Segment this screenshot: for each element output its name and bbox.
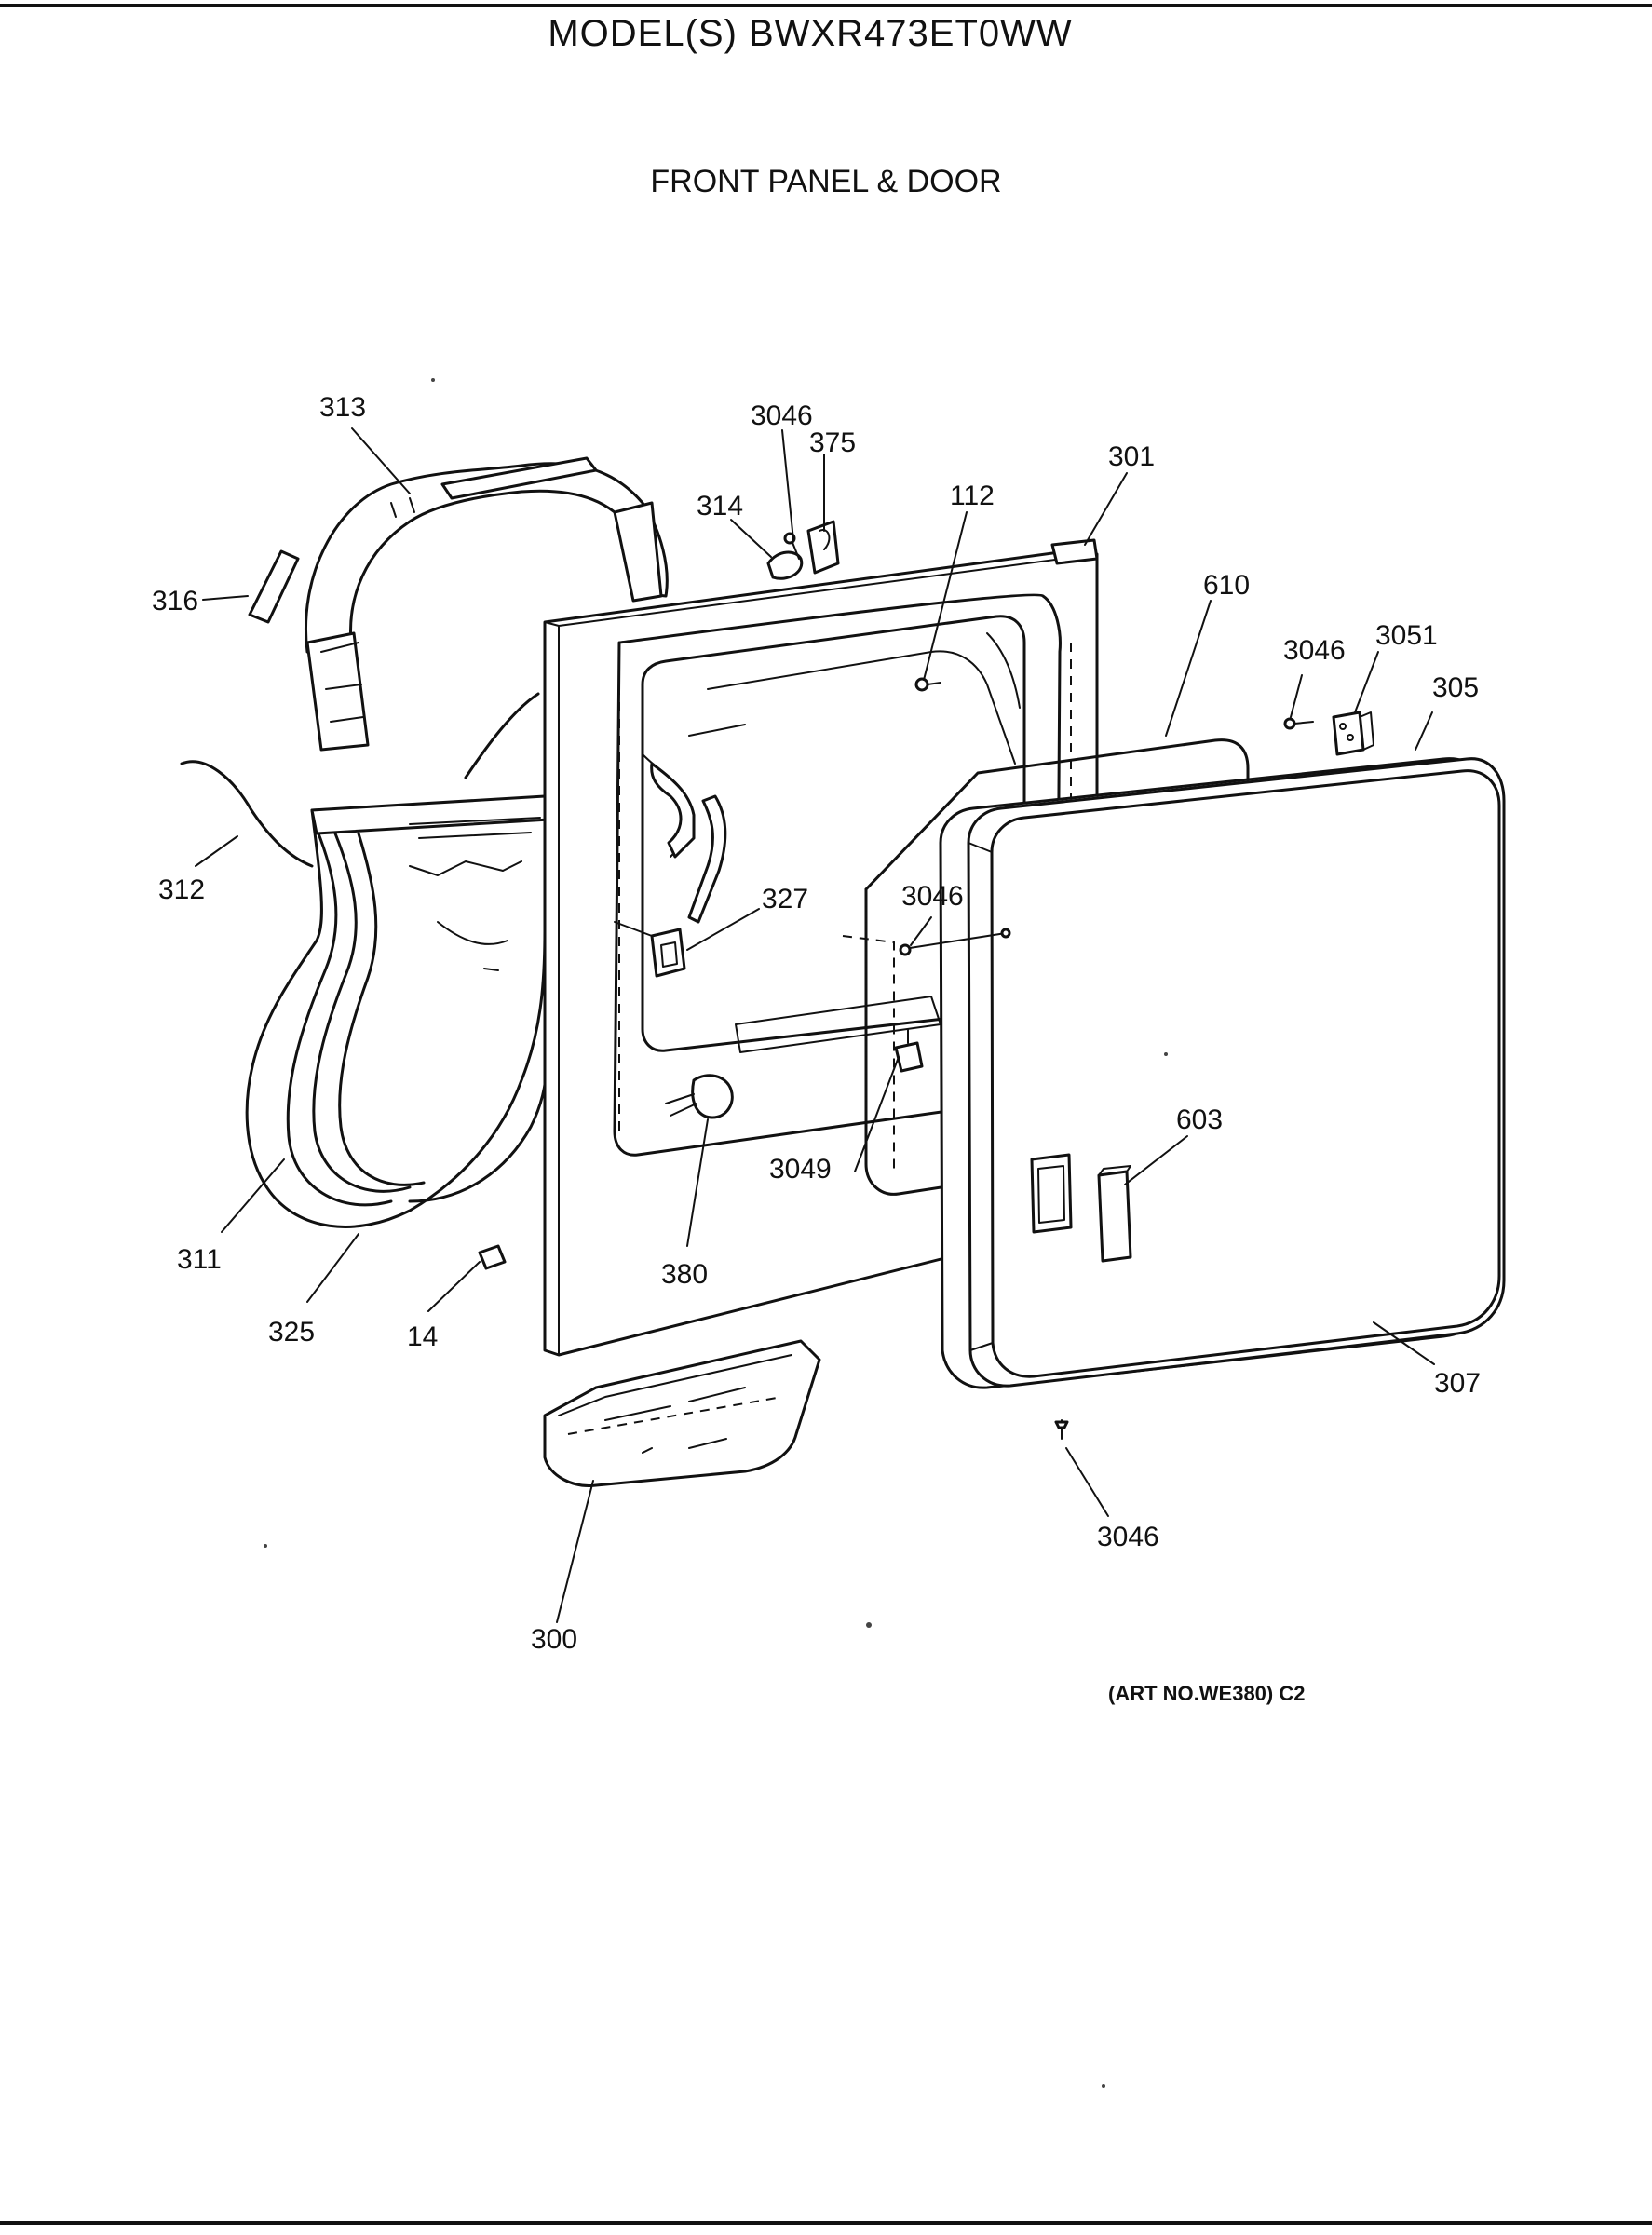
callout-3046-latch: 3046 bbox=[1283, 635, 1346, 666]
callout-325: 325 bbox=[268, 1317, 315, 1348]
callout-3046-bottom: 3046 bbox=[1097, 1522, 1159, 1552]
part-314-hinge-pin bbox=[766, 550, 804, 580]
callout-labels: 313 316 312 311 325 14 3046 375 314 112 … bbox=[152, 392, 1481, 1655]
part-307-door-assembly bbox=[939, 757, 1506, 1389]
callout-603: 603 bbox=[1176, 1104, 1223, 1135]
callout-3046-top: 3046 bbox=[751, 400, 813, 431]
part-603-door-insert bbox=[1097, 1165, 1132, 1263]
callout-313: 313 bbox=[319, 392, 366, 423]
callout-307: 307 bbox=[1434, 1368, 1481, 1399]
part-3046-screw-latch bbox=[1283, 717, 1314, 730]
part-311-drum-front bbox=[245, 794, 551, 1228]
callout-312: 312 bbox=[158, 874, 205, 905]
part-610-door-gasket bbox=[864, 738, 1250, 1196]
callout-305: 305 bbox=[1432, 672, 1479, 703]
callout-327: 327 bbox=[762, 884, 808, 914]
part-380-lamp-socket bbox=[665, 1074, 734, 1119]
leader-lines bbox=[195, 427, 1435, 1623]
part-14-clip bbox=[478, 1244, 507, 1270]
callout-300: 300 bbox=[531, 1624, 577, 1655]
callout-301: 301 bbox=[1108, 441, 1155, 472]
scan-specks bbox=[264, 378, 1105, 2088]
callout-311: 311 bbox=[177, 1244, 222, 1275]
part-3046-screw-door-hinge bbox=[842, 928, 1011, 1173]
part-375-hinge-bracket bbox=[806, 520, 840, 575]
part-312-felt-seal bbox=[180, 692, 540, 868]
bottom-rule bbox=[0, 2221, 1652, 2225]
callout-375: 375 bbox=[809, 427, 856, 458]
callout-14: 14 bbox=[407, 1321, 438, 1352]
part-313-drum-bracket bbox=[305, 456, 669, 752]
part-3051-door-latch bbox=[1332, 711, 1374, 756]
callout-314: 314 bbox=[697, 491, 743, 522]
top-rule bbox=[0, 4, 1652, 7]
callout-316: 316 bbox=[152, 586, 198, 616]
callout-3046-hinge: 3046 bbox=[901, 881, 964, 912]
art-number: (ART NO.WE380) C2 bbox=[1108, 1682, 1306, 1705]
callout-610: 610 bbox=[1203, 570, 1250, 601]
callout-380: 380 bbox=[661, 1259, 708, 1290]
part-112-screw bbox=[914, 677, 941, 692]
part-316-pad bbox=[248, 549, 300, 624]
section-title: FRONT PANEL & DOOR bbox=[650, 164, 1002, 199]
part-300-toe-panel bbox=[543, 1339, 821, 1487]
part-3046-screw-top bbox=[783, 532, 800, 560]
callout-112: 112 bbox=[950, 481, 995, 511]
callout-3049: 3049 bbox=[769, 1154, 832, 1185]
callout-3051: 3051 bbox=[1375, 620, 1438, 651]
part-3046-screw-bottom bbox=[1054, 1419, 1069, 1440]
part-327-door-strike bbox=[614, 921, 686, 978]
part-3049-door-switch bbox=[894, 1028, 924, 1073]
model-title: MODEL(S) BWXR473ET0WW bbox=[548, 13, 1073, 54]
